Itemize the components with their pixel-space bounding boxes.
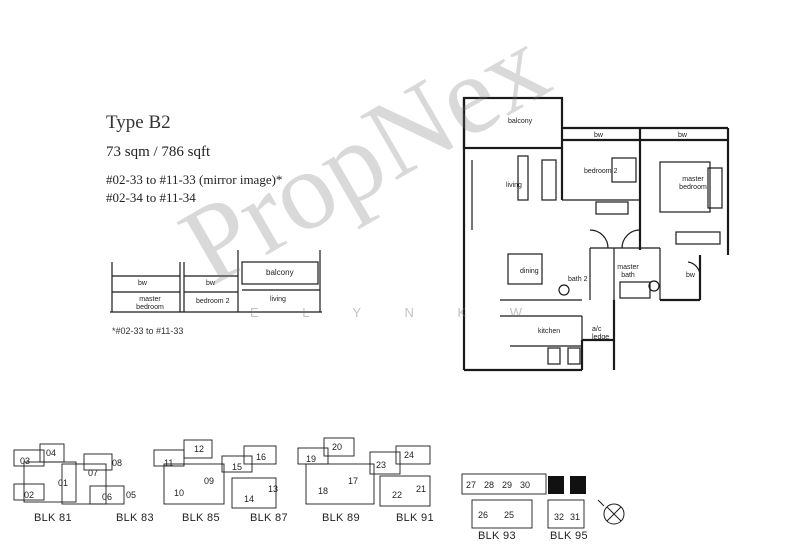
unit-number: 02 — [24, 490, 35, 500]
unit-number: 30 — [520, 480, 531, 490]
unit-number: 03 — [20, 456, 31, 466]
unit-number: 17 — [348, 476, 359, 486]
room-bw-label-3: bw — [686, 272, 695, 279]
unit-number: 08 — [112, 458, 123, 468]
unit-number: 27 — [466, 480, 477, 490]
room-living-label: living — [506, 182, 522, 189]
site-plan-blocks — [13, 437, 585, 529]
mini-living-label: living — [270, 296, 286, 303]
room-dining-label: dining — [520, 268, 539, 275]
unit-numbers-mirror: #02-33 to #11-33 (mirror image)* — [106, 172, 283, 187]
unit-number: 04 — [46, 448, 57, 458]
main-plan-walls — [462, 96, 730, 372]
mini-plan-footnote: *#02-33 to #11-33 — [112, 326, 184, 336]
block-label: BLK 91 — [396, 512, 434, 524]
room-master-bath-label: master bath — [617, 264, 639, 279]
unit-number: 21 — [416, 484, 427, 494]
unit-number: 28 — [484, 480, 495, 490]
north-arrow — [597, 499, 625, 525]
watermark-subtext: E L Y N K W — [250, 305, 543, 320]
unit-number: 26 — [478, 510, 489, 520]
unit-number: 20 — [332, 442, 343, 452]
unit-number: 31 — [570, 512, 581, 522]
mini-plan — [110, 250, 322, 313]
block-label: BLK 87 — [250, 512, 288, 524]
unit-number: 13 — [268, 484, 279, 494]
unit-number: 23 — [376, 460, 387, 470]
mini-bw-label-1: bw — [138, 280, 147, 287]
room-ac-ledge-label: a/c ledge — [592, 326, 610, 341]
block-label: BLK 85 — [182, 512, 220, 524]
room-bw-label-2: bw — [678, 132, 687, 139]
mini-bedroom-2-label: bedroom 2 — [196, 298, 230, 305]
unit-number: 22 — [392, 490, 403, 500]
unit-number: 07 — [88, 468, 99, 478]
mini-balcony-label: balcony — [266, 268, 294, 277]
unit-numbers: #02-34 to #11-34 — [106, 190, 196, 205]
unit-number: 24 — [404, 450, 415, 460]
unit-number: 14 — [244, 494, 255, 504]
unit-number: 15 — [232, 462, 243, 472]
room-bw-label-1: bw — [594, 132, 603, 139]
mini-master-bedroom-label: master bedroom — [136, 296, 164, 311]
room-kitchen-label: kitchen — [538, 328, 561, 335]
room-master-bedroom-label: master bedroom — [679, 176, 707, 191]
room-bedroom-2-label: bedroom 2 — [584, 168, 618, 175]
room-balcony-label: balcony — [508, 118, 533, 125]
unit-number: 16 — [256, 452, 267, 462]
unit-number: 11 — [164, 458, 174, 468]
blk-95-highlight — [548, 476, 586, 494]
unit-number: 01 — [58, 478, 69, 488]
unit-number: 06 — [102, 492, 113, 502]
block-label: BLK 93 — [478, 530, 516, 542]
block-label: BLK 89 — [322, 512, 360, 524]
block-label: BLK 81 — [34, 512, 72, 524]
room-bath-2-label: bath 2 — [568, 276, 588, 283]
mini-bw-label-2: bw — [206, 280, 215, 287]
unit-number: 12 — [194, 444, 205, 454]
unit-number: 25 — [504, 510, 515, 520]
unit-number: 32 — [554, 512, 565, 522]
unit-number: 18 — [318, 486, 329, 496]
unit-type-title: Type B2 — [106, 112, 171, 133]
unit-number: 10 — [174, 488, 185, 498]
unit-number: 29 — [502, 480, 513, 490]
unit-number: 19 — [306, 454, 317, 464]
unit-number: 05 — [126, 490, 137, 500]
unit-number: 09 — [204, 476, 215, 486]
block-label: BLK 95 — [550, 530, 588, 542]
block-label: BLK 83 — [116, 512, 154, 524]
unit-area: 73 sqm / 786 sqft — [106, 144, 211, 160]
